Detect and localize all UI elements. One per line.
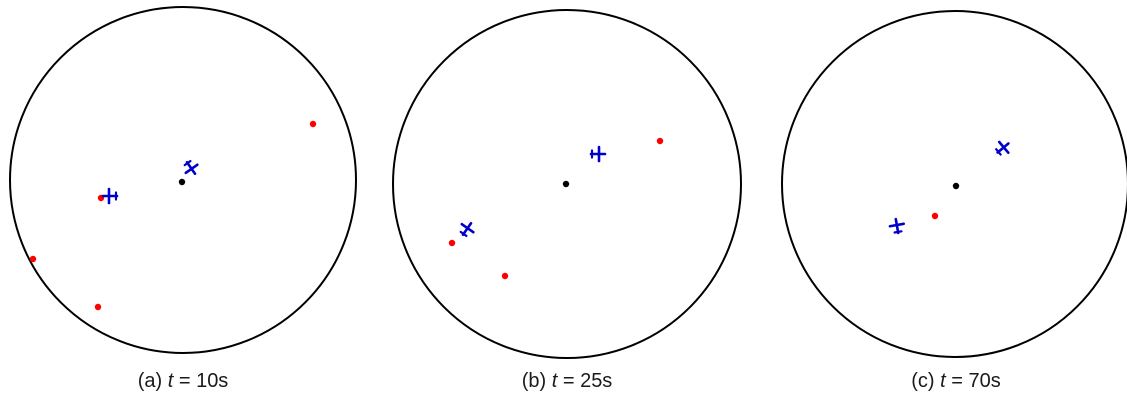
caption-variable: t bbox=[551, 370, 558, 392]
caption-variable: t bbox=[940, 370, 946, 392]
caption-value: = 70s bbox=[951, 370, 1001, 392]
caption-value: = 10s bbox=[178, 370, 229, 392]
caption-label: (c) bbox=[911, 370, 935, 392]
target-point bbox=[656, 137, 664, 145]
panel-a bbox=[9, 6, 357, 354]
panel-c bbox=[781, 10, 1127, 358]
caption-a: (a) t = 10s bbox=[138, 370, 229, 393]
target-point bbox=[29, 255, 37, 263]
center-point bbox=[178, 178, 186, 186]
target-point bbox=[448, 239, 456, 247]
center-point bbox=[952, 182, 960, 190]
boundary-circle bbox=[392, 9, 742, 359]
caption-label: (b) bbox=[521, 370, 547, 392]
target-point bbox=[309, 120, 317, 128]
target-point bbox=[94, 303, 102, 311]
caption-value: = 25s bbox=[562, 370, 613, 392]
panel-b bbox=[392, 9, 742, 359]
airplane-icon bbox=[589, 145, 607, 163]
boundary-circle bbox=[781, 10, 1127, 358]
center-point bbox=[562, 180, 570, 188]
airplane-icon bbox=[455, 217, 479, 241]
airplane-icon bbox=[887, 216, 907, 236]
airplane-icon bbox=[179, 156, 203, 180]
caption-c: (c) t = 70s bbox=[911, 370, 1001, 393]
caption-b: (b) t = 25s bbox=[522, 370, 613, 393]
caption-variable: t bbox=[167, 370, 174, 392]
target-point bbox=[931, 212, 939, 220]
target-point bbox=[501, 272, 509, 280]
airplane-icon bbox=[991, 136, 1015, 160]
boundary-circle bbox=[9, 6, 357, 354]
airplane-icon bbox=[101, 187, 119, 205]
caption-label: (a) bbox=[137, 370, 163, 392]
